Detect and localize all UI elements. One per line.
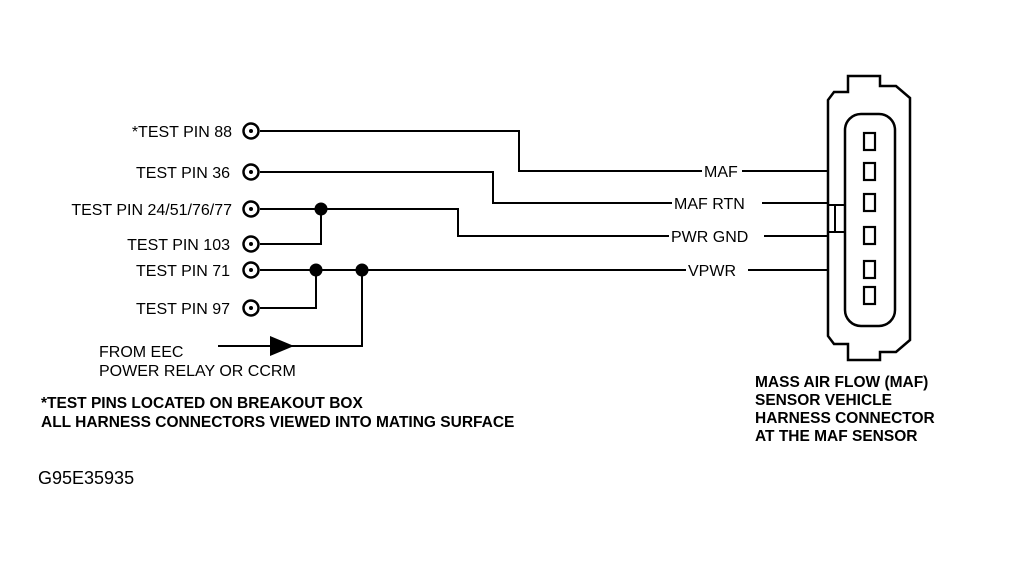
maf-harness-connector[interactable]	[826, 74, 912, 362]
note-mating-surface: ALL HARNESS CONNECTORS VIEWED INTO MATIN…	[41, 414, 514, 431]
connector-cavity-6	[862, 285, 877, 306]
connector-cavity-4	[862, 225, 877, 246]
terminal-pin-36[interactable]	[242, 163, 260, 181]
arrowhead-icon	[270, 336, 294, 356]
connector-cavity-2	[862, 161, 877, 182]
signal-label-pwr-gnd: PWR GND	[671, 229, 748, 246]
terminal-pin-88[interactable]	[242, 122, 260, 140]
splice-dot-vpwr-eec	[355, 263, 369, 277]
wire-maf-rtn	[260, 171, 868, 204]
terminal-pin-103[interactable]	[242, 235, 260, 253]
pin-label-71: TEST PIN 71	[136, 263, 230, 280]
pin-label-24: TEST PIN 24/51/76/77	[71, 202, 232, 219]
wires	[218, 130, 868, 347]
test-pin-terminals	[242, 122, 260, 317]
connector-cavity-1	[862, 131, 877, 152]
connector-caption-line3: HARNESS CONNECTOR	[755, 410, 935, 427]
connector-cavity-3	[862, 192, 877, 213]
connector-caption-line4: AT THE MAF SENSOR	[755, 428, 917, 445]
wire-eec-feed	[218, 270, 363, 347]
signal-label-maf: MAF	[704, 164, 738, 181]
splice-dot-vpwr-97	[309, 263, 323, 277]
signal-labels: MAF MAF RTN PWR GND VPWR	[669, 161, 764, 280]
splice-dot-pwr-gnd	[314, 202, 328, 216]
connector-caption: MASS AIR FLOW (MAF) SENSOR VEHICLE HARNE…	[755, 374, 935, 445]
connector-caption-line2: SENSOR VEHICLE	[755, 392, 892, 409]
note-test-pins: *TEST PINS LOCATED ON BREAKOUT BOX	[41, 395, 363, 412]
pin-labels: *TEST PIN 88 TEST PIN 36 TEST PIN 24/51/…	[71, 124, 232, 318]
terminal-pin-71[interactable]	[242, 261, 260, 279]
connector-caption-line1: MASS AIR FLOW (MAF)	[755, 374, 928, 391]
signal-label-maf-rtn: MAF RTN	[674, 196, 745, 213]
wire-pwr-gnd-splice-103	[260, 209, 322, 245]
terminal-pin-24[interactable]	[242, 200, 260, 218]
pin-label-36: TEST PIN 36	[136, 165, 230, 182]
signal-label-vpwr: VPWR	[688, 263, 736, 280]
pin-label-88: *TEST PIN 88	[132, 124, 232, 141]
figure-code: G95E35935	[38, 468, 134, 488]
source-label-line2: POWER RELAY OR CCRM	[99, 363, 296, 380]
pin-label-103: TEST PIN 103	[127, 237, 230, 254]
wire-maf	[260, 130, 868, 172]
terminal-pin-97[interactable]	[242, 299, 260, 317]
pin-label-97: TEST PIN 97	[136, 301, 230, 318]
connector-cavity-5	[862, 259, 877, 280]
source-label-line1: FROM EEC	[99, 344, 183, 361]
wire-vpwr-splice-97	[260, 270, 317, 309]
wire-pwr-gnd	[260, 208, 868, 237]
